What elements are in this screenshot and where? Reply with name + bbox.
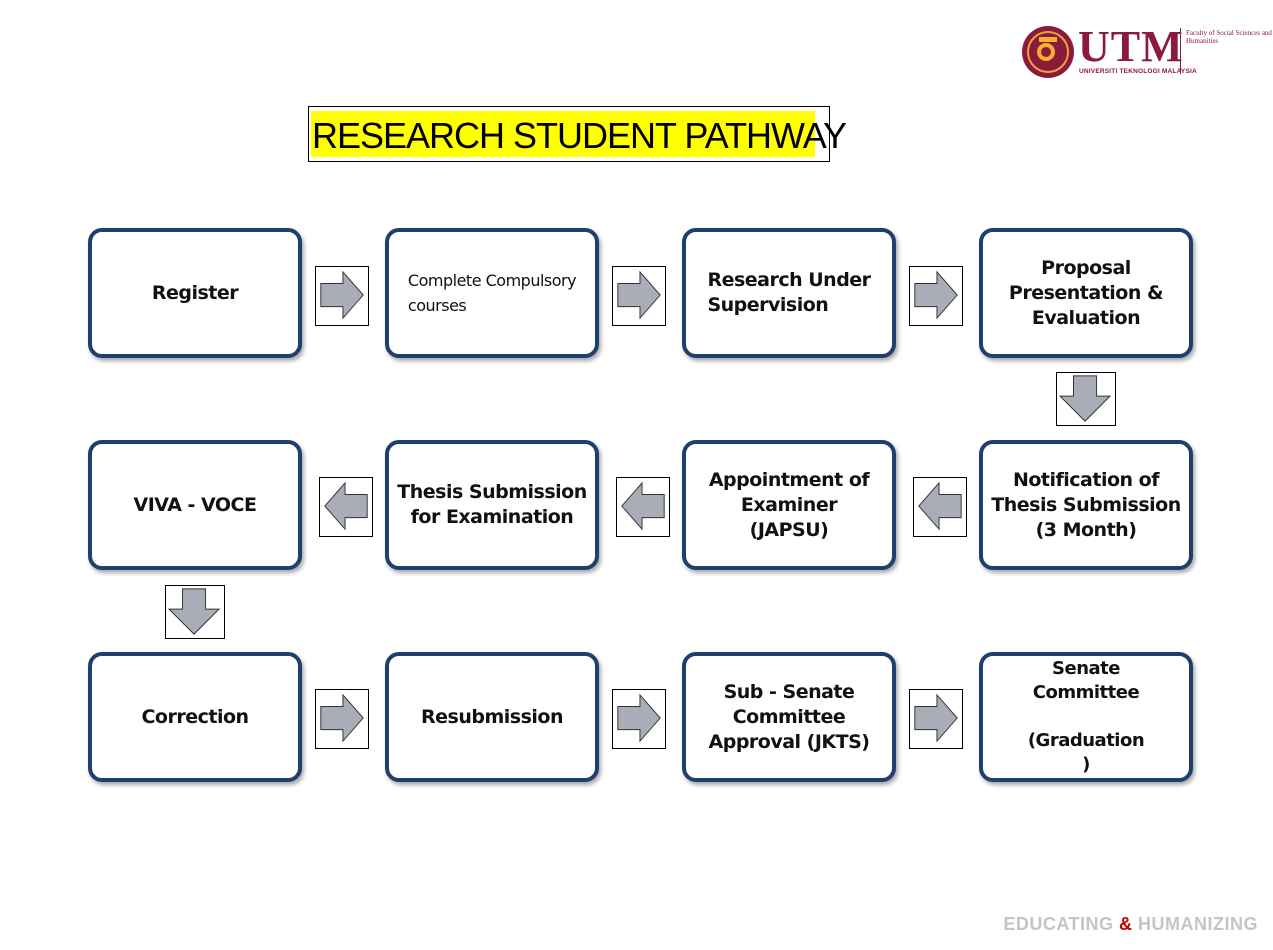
step-research-under-supervision: Research Under Supervision — [682, 228, 896, 358]
step-sub-senate-committee: Sub - Senate Committee Approval (JKTS) — [682, 652, 896, 782]
footer-part2: HUMANIZING — [1132, 914, 1258, 934]
step-label: VIVA - VOCE — [133, 493, 257, 516]
step-label: Appointment of Examiner (JAPSU) — [708, 468, 870, 541]
arrow-right-icon — [315, 266, 369, 326]
step-senate-committee: Senate Committee (Graduation ) — [979, 652, 1193, 782]
arrow-right-icon — [909, 266, 963, 326]
step-complete-compulsory-courses: Complete Compulsory courses — [385, 228, 599, 358]
footer-part1: EDUCATING — [1003, 914, 1119, 934]
step-thesis-submission-examination: Thesis Submission for Examination — [385, 440, 599, 570]
arrow-down-icon — [165, 585, 225, 639]
step-correction: Correction — [88, 652, 302, 782]
arrow-right-icon — [909, 689, 963, 749]
title-highlight — [311, 111, 815, 157]
arrow-down-icon — [1056, 372, 1116, 426]
utm-logo: UTM UNIVERSITI TEKNOLOGI MALAYSIA Facult… — [1022, 22, 1272, 80]
step-label: Proposal Presentation & Evaluation — [1008, 256, 1164, 329]
logo-brand: UTM — [1078, 22, 1184, 71]
step-label: Correction — [141, 705, 249, 728]
arrow-right-icon — [612, 266, 666, 326]
step-label: Resubmission — [421, 705, 563, 728]
logo-divider — [1180, 28, 1181, 74]
step-label: Notification of Thesis Submission (3 Mon… — [991, 468, 1181, 541]
step-label: Register — [151, 281, 239, 304]
step-label: Research Under Supervision — [707, 269, 871, 316]
step-viva-voce: VIVA - VOCE — [88, 440, 302, 570]
arrow-left-icon — [616, 477, 670, 537]
utm-seal-icon — [1022, 26, 1074, 78]
step-appointment-of-examiner: Appointment of Examiner (JAPSU) — [682, 440, 896, 570]
step-label: Senate Committee (Graduation ) — [1027, 658, 1145, 775]
footer-tagline: EDUCATING & HUMANIZING — [1003, 914, 1258, 935]
step-label: Sub - Senate Committee Approval (JKTS) — [708, 680, 870, 753]
arrow-right-icon — [612, 689, 666, 749]
step-register: Register — [88, 228, 302, 358]
logo-university: UNIVERSITI TEKNOLOGI MALAYSIA — [1079, 68, 1197, 75]
arrow-left-icon — [913, 477, 967, 537]
page-title-box: RESEARCH STUDENT PATHWAY — [308, 106, 847, 162]
arrow-left-icon — [319, 477, 373, 537]
step-label: Complete Compulsory courses — [407, 271, 577, 315]
step-proposal-presentation: Proposal Presentation & Evaluation — [979, 228, 1193, 358]
step-label: Thesis Submission for Examination — [397, 481, 587, 528]
logo-faculty: Faculty of Social Sciences and Humanitie… — [1186, 29, 1272, 45]
step-notification-thesis-submission: Notification of Thesis Submission (3 Mon… — [979, 440, 1193, 570]
footer-ampersand: & — [1119, 914, 1133, 934]
arrow-right-icon — [315, 689, 369, 749]
page-title: RESEARCH STUDENT PATHWAY — [312, 115, 847, 156]
step-resubmission: Resubmission — [385, 652, 599, 782]
